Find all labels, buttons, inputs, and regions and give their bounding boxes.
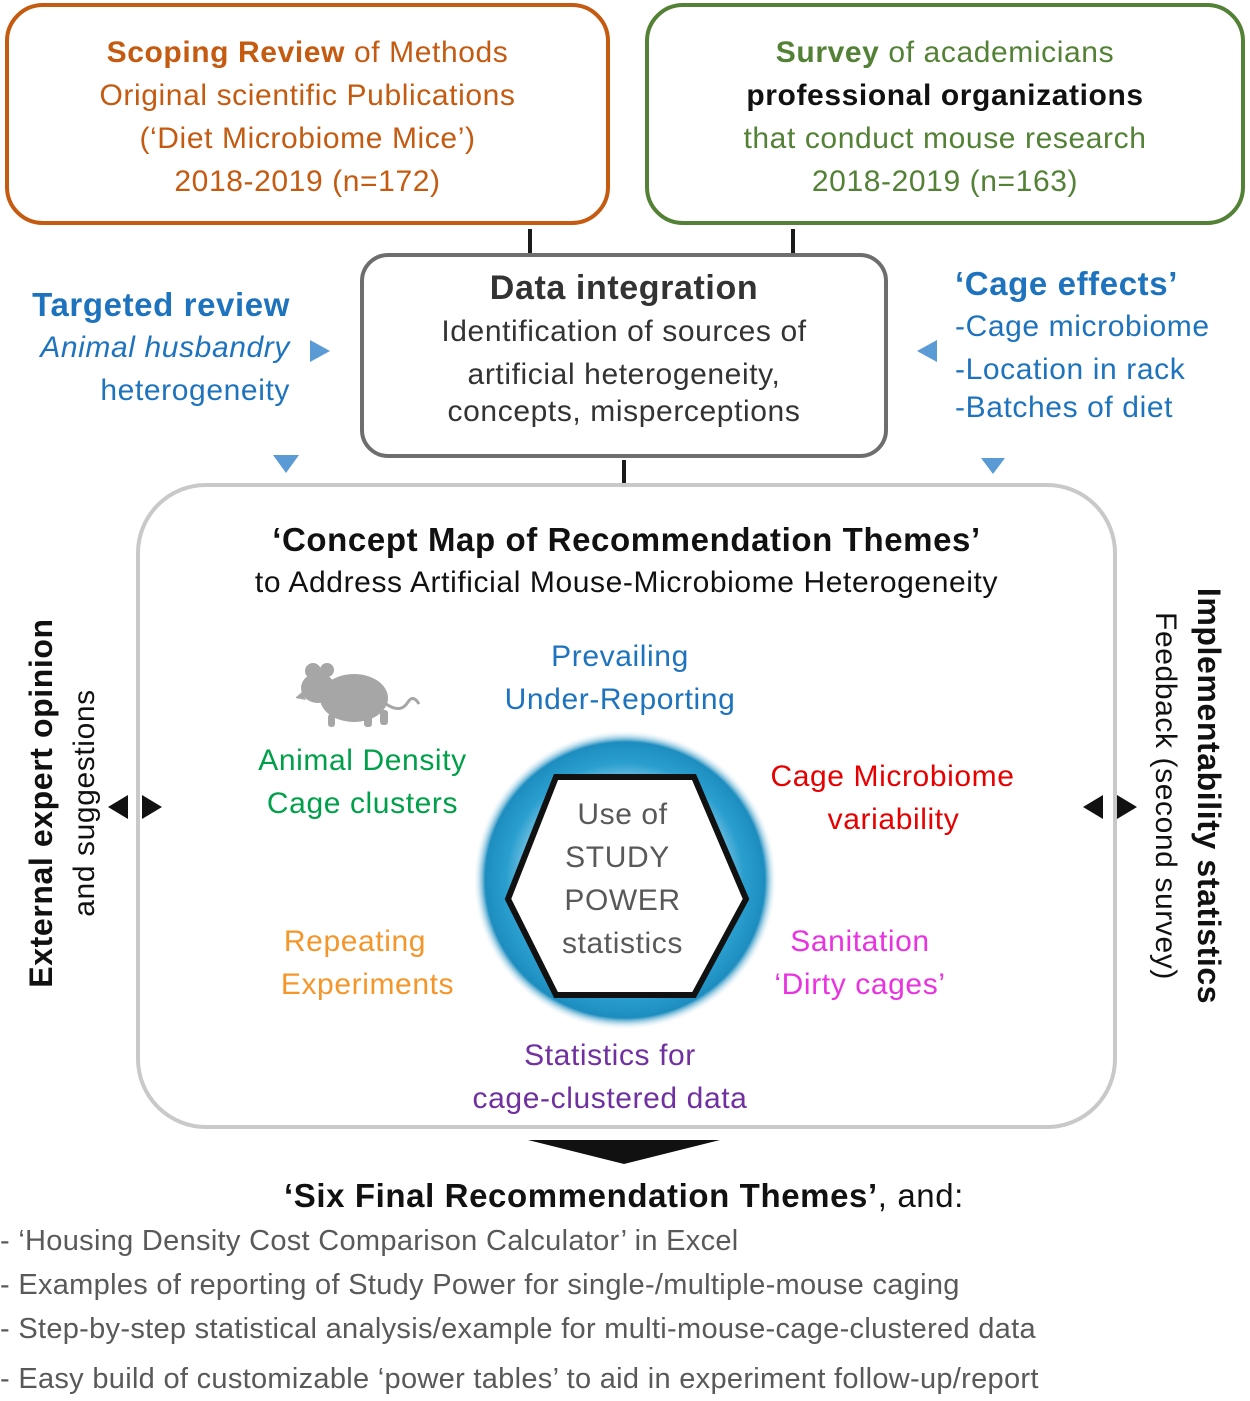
final-title: ‘Six Final Recommendation Themes’, and:: [284, 1174, 964, 1217]
theme-density-line2: Cage clusters: [266, 787, 459, 820]
final-item-1: - ‘Housing Density Cost Comparison Calcu…: [0, 1225, 739, 1257]
implementability-normal: Feedback (second survey): [1149, 612, 1182, 980]
external-expert-normal: and suggestions: [68, 689, 101, 917]
theme-cage-microbiome-line2: variability: [827, 803, 960, 836]
survey-line2: professional organizations: [746, 79, 1144, 112]
cage-effects-title: ‘Cage effects’: [955, 265, 1178, 302]
targeted-line3: heterogeneity: [100, 374, 290, 407]
external-expert-bold: External expert opinion: [23, 618, 59, 988]
theme-density-line1: Animal Density: [258, 744, 467, 777]
connector-integration: [622, 460, 626, 483]
cage-effects-text: ‘Cage effects’ -Cage microbiome -Locatio…: [955, 262, 1250, 429]
theme-sanitation-line2: ‘Dirty cages’: [774, 968, 946, 1001]
cage-effects-item-2: -Location in rack: [955, 353, 1186, 386]
scoping-title-rest: of Methods: [345, 36, 509, 69]
integration-line4: concepts, misperceptions: [447, 395, 801, 428]
hexagon-icon: [473, 730, 777, 1030]
arrow-down-icon: [981, 458, 1005, 474]
connector-survey: [791, 229, 795, 253]
integration-title: Data integration: [489, 269, 759, 307]
arrow-right-icon: [310, 340, 330, 362]
scoping-line2: Original scientific Publications: [99, 79, 516, 112]
theme-underreporting-line2: Under-Reporting: [504, 683, 736, 716]
data-integration-text: Data integration Identification of sourc…: [360, 267, 888, 433]
integration-line3: artificial heterogeneity,: [467, 358, 781, 391]
center-line-1: Use of: [577, 798, 668, 831]
theme-repeating-line2: Experiments: [280, 968, 455, 1001]
external-expert-label: External expert opinion and suggestions: [20, 583, 106, 1023]
survey-line3: that conduct mouse research: [743, 122, 1147, 155]
scoping-line3: (‘Diet Microbiome Mice’): [139, 122, 476, 155]
arrow-down-icon: [528, 1140, 720, 1164]
implementability-label: Implementability statistics Feedback (se…: [1144, 576, 1230, 1016]
arrow-left-icon: [1083, 795, 1103, 819]
cage-effects-item-3: -Batches of diet: [955, 391, 1174, 424]
theme-repeating-line1: Repeating: [283, 925, 427, 958]
theme-statistics: Statistics for cage-clustered data: [440, 1034, 780, 1120]
scoping-review-text: Scoping Review of Methods Original scien…: [5, 31, 610, 203]
connector-scoping: [528, 229, 532, 253]
integration-line2: Identification of sources of: [441, 315, 807, 348]
arrow-down-icon: [273, 455, 299, 473]
concept-map-subtitle: to Address Artificial Mouse-Microbiome H…: [254, 566, 999, 599]
survey-title-bold: Survey: [775, 36, 880, 69]
cage-effects-item-1: -Cage microbiome: [955, 310, 1210, 343]
data-integration-box: [360, 253, 888, 458]
targeted-title: Targeted review: [32, 286, 290, 323]
theme-underreporting: Prevailing Under-Reporting: [470, 635, 770, 721]
final-item-4: - Easy build of customizable ‘power tabl…: [0, 1363, 1039, 1395]
theme-density: Animal Density Cage clusters: [225, 739, 500, 825]
concept-map-heading: ‘Concept Map of Recommendation Themes’ t…: [136, 518, 1117, 604]
concept-map-title: ‘Concept Map of Recommendation Themes’: [272, 521, 981, 558]
theme-underreporting-line1: Prevailing: [551, 640, 689, 673]
survey-box: [645, 3, 1245, 225]
theme-statistics-line1: Statistics for: [524, 1039, 696, 1072]
arrow-right-icon: [1117, 795, 1137, 819]
survey-text: Survey of academicians professional orga…: [645, 31, 1245, 203]
arrow-left-icon: [917, 340, 937, 362]
theme-sanitation: Sanitation ‘Dirty cages’: [750, 920, 970, 1006]
scoping-line4: 2018-2019 (n=172): [174, 165, 441, 198]
targeted-line2: Animal husbandry: [40, 331, 290, 364]
arrow-left-icon: [108, 795, 128, 819]
center-text: Use of STUDY POWER statistics: [505, 793, 740, 965]
theme-statistics-line2: cage-clustered data: [472, 1082, 748, 1115]
center-line-4: statistics: [561, 927, 684, 960]
targeted-review-text: Targeted review Animal husbandry heterog…: [0, 283, 290, 412]
scoping-title-bold: Scoping Review: [106, 36, 346, 69]
theme-repeating: Repeating Experiments: [250, 920, 485, 1006]
concept-map-box: [136, 483, 1117, 1129]
scoping-review-box: [5, 3, 610, 225]
mouse-icon: [296, 663, 421, 727]
arrow-right-icon: [142, 795, 162, 819]
final-title-rest: , and:: [877, 1177, 964, 1214]
survey-title-rest: of academicians: [879, 36, 1115, 69]
final-title-bold: ‘Six Final Recommendation Themes’: [284, 1177, 878, 1214]
center-line-2: STUDY: [565, 841, 670, 874]
theme-cage-microbiome: Cage Microbiome variability: [745, 755, 1040, 841]
final-list: - ‘Housing Density Cost Comparison Calcu…: [0, 1219, 1039, 1401]
final-item-3: - Step-by-step statistical analysis/exam…: [0, 1313, 1036, 1345]
theme-cage-microbiome-line1: Cage Microbiome: [770, 760, 1015, 793]
final-item-2: - Examples of reporting of Study Power f…: [0, 1269, 960, 1301]
implementability-bold: Implementability statistics: [1191, 587, 1227, 1005]
survey-line4: 2018-2019 (n=163): [811, 165, 1079, 198]
center-line-3: POWER: [564, 884, 681, 917]
theme-sanitation-line1: Sanitation: [790, 925, 930, 958]
